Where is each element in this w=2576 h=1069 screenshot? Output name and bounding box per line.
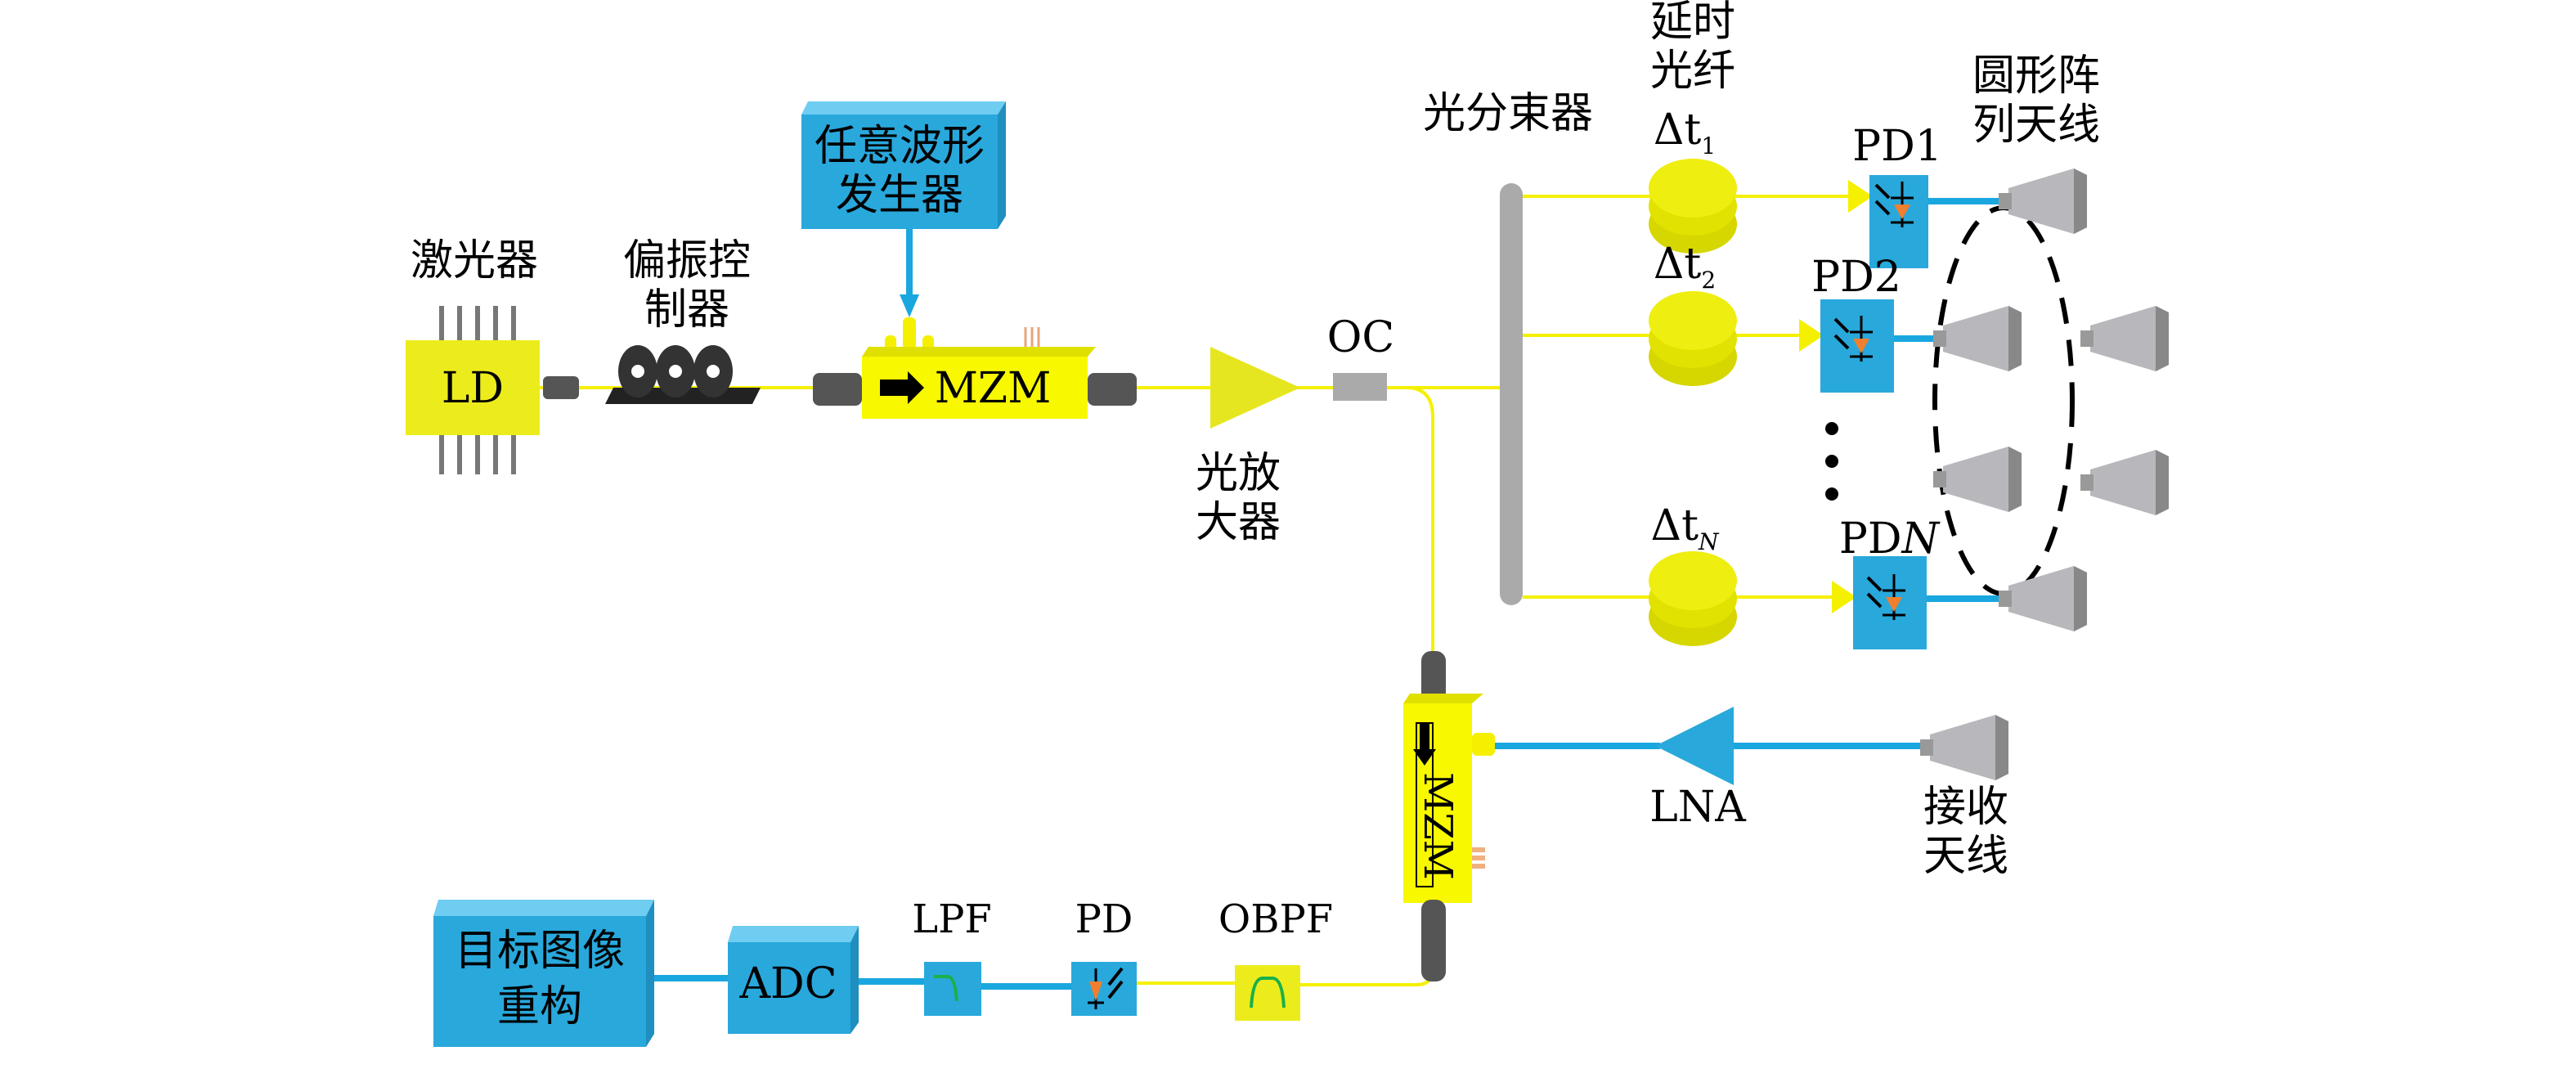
- horn-antenna-icon: [1933, 447, 2022, 512]
- pdN-label: PDN: [1839, 514, 1941, 564]
- array-label-1: 圆形阵: [1972, 52, 2100, 101]
- photodetector-block: [1071, 962, 1137, 1016]
- rx-label-2: 天线: [1923, 832, 2008, 881]
- laser-pins-icon: [439, 306, 516, 474]
- mzm-modulator-block: [862, 317, 1096, 419]
- arrow-pdn-icon: [1832, 581, 1856, 613]
- obpf-label: OBPF: [1218, 896, 1333, 942]
- arrow-down-icon: [900, 294, 919, 317]
- horn-antenna-icon: [1999, 168, 2087, 234]
- optical-splitter: [1500, 183, 1523, 605]
- delay-label-1: 延时: [1650, 0, 1735, 47]
- mzm-modulator-2-block: [1403, 694, 1495, 903]
- dt2-label: Δt2: [1654, 240, 1716, 294]
- arrow-pd1-icon: [1848, 180, 1873, 213]
- circular-array-outline: [1932, 205, 2075, 596]
- connector: [1088, 373, 1137, 406]
- dtN-label: ΔtN: [1651, 501, 1720, 555]
- mzm-label: MZM: [935, 364, 1052, 413]
- awg-label-2: 发生器: [836, 171, 963, 220]
- lpf-label: LPF: [912, 896, 991, 942]
- adc-block: [728, 926, 859, 1034]
- recon-label-2: 重构: [497, 982, 582, 1031]
- laser-diode-block: [406, 340, 540, 435]
- pc-label-1: 偏振控: [623, 236, 751, 285]
- awg-block: [801, 101, 1006, 229]
- connector: [813, 373, 862, 406]
- oc-label: OC: [1327, 313, 1394, 362]
- connector: [1421, 900, 1446, 981]
- connector: [543, 376, 579, 399]
- connector: [1421, 651, 1446, 703]
- image-reconstruction-block: [433, 900, 654, 1047]
- delay-fiber-coil-icon: [1649, 551, 1737, 646]
- amp-label-1: 光放: [1196, 449, 1281, 498]
- amp-label-2: 大器: [1196, 498, 1281, 547]
- photodiode-icon: [1088, 967, 1124, 1009]
- splitter-label: 光分束器: [1423, 89, 1593, 138]
- horn-antenna-icon: [2080, 450, 2169, 515]
- ellipsis-dots-icon: [1825, 422, 1838, 501]
- pd2-label: PD2: [1811, 253, 1901, 302]
- horn-antenna-icon: [1999, 566, 2087, 631]
- bandpass-curve-icon: [1250, 977, 1286, 1008]
- ld-label: LD: [442, 364, 504, 413]
- mzm2-label: MZM: [1415, 772, 1461, 880]
- awg-label-1: 任意波形: [815, 122, 985, 171]
- delay-label-2: 光纤: [1650, 47, 1735, 96]
- lna-amplifier-icon: [1655, 707, 1734, 785]
- optical-coupler: [1333, 373, 1387, 401]
- rx-label-1: 接收: [1923, 783, 2008, 832]
- dt1-label: Δt1: [1654, 106, 1716, 159]
- adc-label: ADC: [738, 959, 837, 1008]
- rf-cables: [646, 198, 1999, 990]
- laser-label: 激光器: [411, 236, 538, 285]
- pd1-label: PD1: [1852, 122, 1942, 171]
- arrow-pd2-icon: [1799, 319, 1824, 352]
- horn-antenna-icon: [2080, 306, 2169, 371]
- lpf-block: [924, 962, 981, 1016]
- recon-label-1: 目标图像: [455, 927, 625, 976]
- polarization-controller-icon: [605, 345, 761, 404]
- obpf-block: [1235, 965, 1300, 1021]
- horn-antenna-icon: [1933, 306, 2022, 371]
- lowpass-curve-icon: [934, 975, 958, 1002]
- pd-label: PD: [1075, 896, 1133, 942]
- array-label-2: 列天线: [1972, 101, 2100, 150]
- delay-fiber-coil-icon: [1649, 291, 1737, 386]
- pc-label-2: 制器: [644, 285, 729, 335]
- receive-horn-antenna-icon: [1920, 715, 2008, 780]
- optical-amplifier-icon: [1210, 347, 1300, 429]
- lna-label: LNA: [1649, 783, 1747, 832]
